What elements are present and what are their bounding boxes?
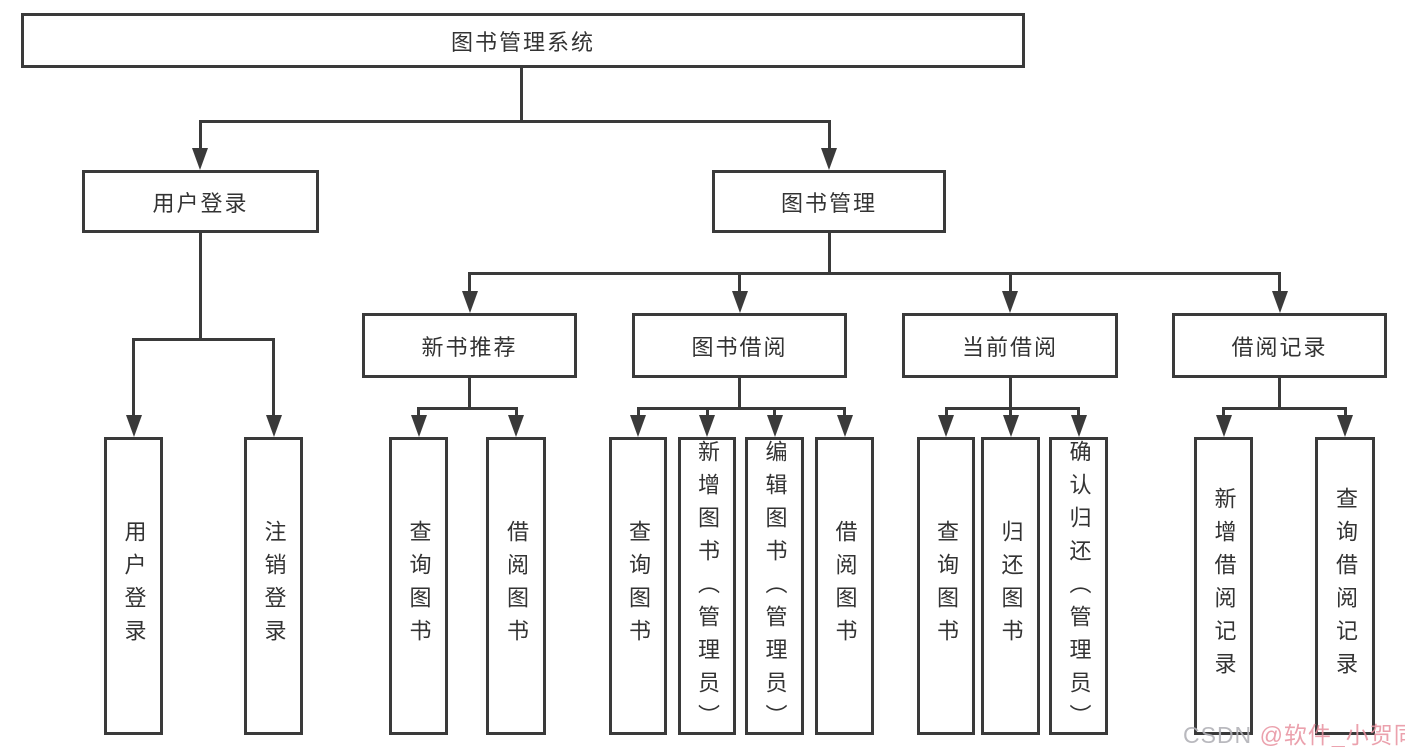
leaf-add-borrow-record: 新增借阅记录 [1194,437,1253,735]
leaf-query-books-current: 查询图书 [917,437,975,735]
connector-line [1077,407,1080,417]
arrowhead-down-icon [732,291,748,313]
arrowhead-down-icon [508,415,524,437]
connector-line [738,272,741,293]
connector-line [520,68,523,120]
connector-line [468,378,471,407]
arrowhead-down-icon [192,148,208,170]
connector-line [132,338,135,417]
connector-line [199,120,831,123]
node-new-book-recommend: 新书推荐 [362,313,577,378]
connector-line [945,407,948,417]
connector-line [417,407,420,417]
connector-line [1009,378,1012,407]
arrowhead-down-icon [1216,415,1232,437]
leaf-user-login: 用户登录 [104,437,163,735]
leaf-borrow-books-recommend-label: 借阅图书 [504,520,529,652]
node-book-management: 图书管理 [712,170,946,233]
leaf-query-books-recommend-label: 查询图书 [406,520,432,652]
leaf-query-books-current-label: 查询图书 [934,520,959,652]
leaf-borrow-books: 借阅图书 [815,437,874,735]
arrowhead-down-icon [126,415,142,437]
connector-line [132,338,275,341]
leaf-logout-label: 注销登录 [261,520,287,652]
leaf-borrow-books-label: 借阅图书 [832,520,858,652]
connector-line [843,407,846,417]
connector-line [637,407,640,417]
node-current-borrow-label: 当前借阅 [961,334,1058,360]
arrowhead-down-icon [1003,415,1019,437]
arrowhead-down-icon [767,415,783,437]
connector-line [417,407,518,410]
connector-line [1009,272,1012,293]
arrowhead-down-icon [266,415,282,437]
leaf-logout: 注销登录 [244,437,303,735]
connector-line [738,378,741,407]
leaf-add-borrow-record-label: 新增借阅记录 [1211,487,1237,685]
node-book-borrow: 图书借阅 [632,313,847,378]
leaf-user-login-label: 用户登录 [121,520,147,652]
leaf-query-books-recommend: 查询图书 [389,437,448,735]
connector-line [199,233,202,338]
node-book-management-label: 图书管理 [780,190,877,216]
connector-line [637,407,846,410]
node-borrow-records-label: 借阅记录 [1231,334,1328,360]
arrowhead-down-icon [1071,415,1087,437]
arrowhead-down-icon [1272,291,1288,313]
node-book-borrow-label: 图书借阅 [691,334,788,360]
arrowhead-down-icon [1337,415,1353,437]
connector-line [1344,407,1347,417]
leaf-query-borrow-record-label: 查询借阅记录 [1333,487,1358,685]
connector-line [773,407,776,417]
leaf-confirm-return-admin-label: 确认归还（管理员） [1066,440,1092,737]
leaf-add-books-admin-label: 新增图书（管理员） [695,440,720,737]
connector-line [199,120,202,150]
node-current-borrow: 当前借阅 [902,313,1118,378]
node-user-login: 用户登录 [82,170,319,233]
connector-line [1222,407,1225,417]
arrowhead-down-icon [630,415,646,437]
node-root-label: 图书管理系统 [450,29,595,55]
leaf-edit-books-admin-label: 编辑图书（管理员） [762,440,788,737]
arrowhead-down-icon [821,148,837,170]
arrowhead-down-icon [837,415,853,437]
arrowhead-down-icon [699,415,715,437]
node-borrow-records: 借阅记录 [1172,313,1387,378]
connector-line [468,272,1281,275]
node-root: 图书管理系统 [21,13,1025,68]
connector-line [1222,407,1347,410]
arrowhead-down-icon [462,291,478,313]
connector-line [945,407,1080,410]
leaf-query-books-borrow-label: 查询图书 [626,520,651,652]
leaf-query-borrow-record: 查询借阅记录 [1315,437,1375,735]
node-new-book-recommend-label: 新书推荐 [421,334,518,360]
leaf-edit-books-admin: 编辑图书（管理员） [745,437,804,737]
leaf-borrow-books-recommend: 借阅图书 [486,437,546,735]
watermark-handle: @软件_小贺同学 [1259,722,1405,747]
csdn-watermark: CSDN @软件_小贺同学 [1183,716,1405,747]
watermark-prefix: CSDN [1183,722,1260,747]
connector-line [1278,378,1281,407]
connector-line [1278,272,1281,293]
leaf-add-books-admin: 新增图书（管理员） [678,437,736,737]
connector-line [272,338,275,417]
leaf-confirm-return-admin: 确认归还（管理员） [1049,437,1108,737]
leaf-query-books-borrow: 查询图书 [609,437,667,735]
connector-line [828,232,831,272]
leaf-return-books-label: 归还图书 [998,520,1024,652]
connector-line [706,407,709,417]
arrowhead-down-icon [1002,291,1018,313]
node-user-login-label: 用户登录 [152,190,249,216]
arrowhead-down-icon [938,415,954,437]
connector-line [515,407,518,417]
connector-line [828,120,831,150]
leaf-return-books: 归还图书 [981,437,1040,735]
connector-line [1009,407,1012,417]
connector-line [468,272,471,293]
arrowhead-down-icon [411,415,427,437]
